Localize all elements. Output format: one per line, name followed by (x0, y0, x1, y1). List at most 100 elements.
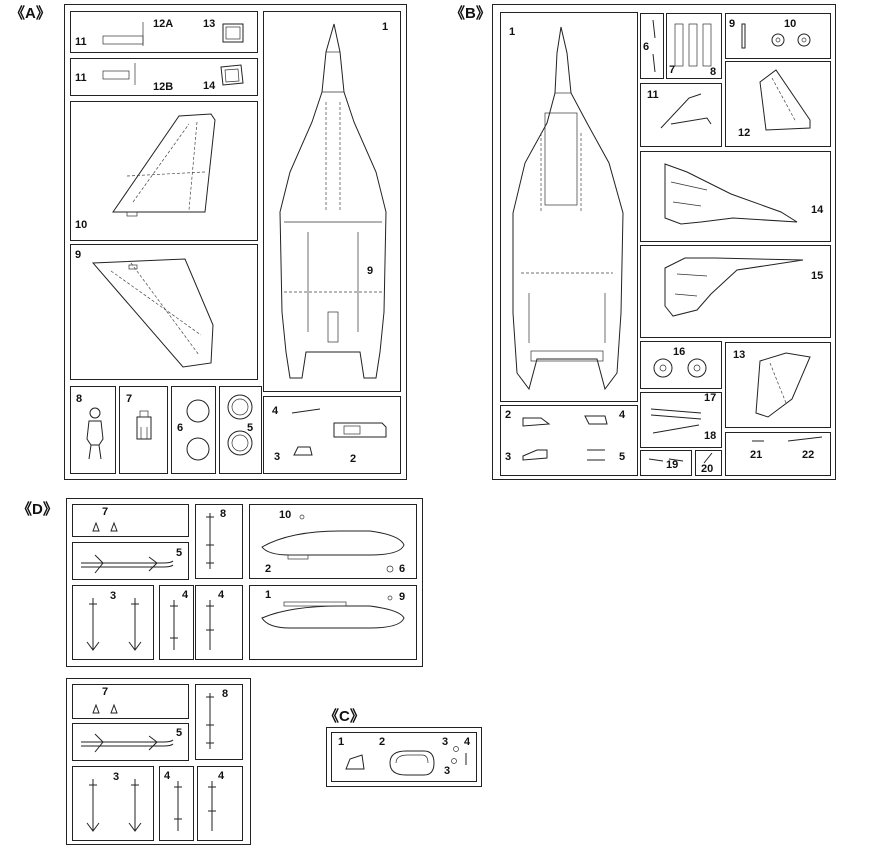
sheet-d-title: 《D》 (17, 501, 58, 518)
a-label-4: 4 (272, 405, 279, 417)
d2-label-3: 3 (113, 771, 120, 783)
sheet-b-title: 《B》 (450, 5, 491, 22)
b-part-14-drawing (664, 163, 798, 225)
b-label-2: 2 (505, 409, 512, 421)
d1-label-3: 3 (110, 590, 117, 602)
b-cell-part-12: 12 (725, 61, 831, 147)
a-label-12a: 12A (153, 18, 174, 30)
a-tires-drawing (227, 394, 253, 456)
b-label-10: 10 (784, 18, 797, 30)
c-canopy-drawing (345, 746, 467, 776)
c-label-4: 4 (464, 736, 471, 748)
b-label-15: 15 (811, 270, 824, 282)
a-cell-part-6-wheels: 6 (171, 386, 216, 474)
a-label-10: 10 (75, 219, 88, 231)
d2-missile-5-drawing (81, 733, 174, 753)
b-part-7-8-drawing (674, 23, 712, 67)
d2-cell-part-4b: 4 (197, 766, 243, 841)
d2-cell-part-5: 5 (72, 723, 189, 761)
b-part-17-18-drawing (650, 408, 702, 434)
a-label-11: 11 (75, 36, 87, 48)
a-label-8: 8 (76, 393, 83, 405)
a-vertical-tail-drawing (112, 113, 216, 217)
b-cell-part-13: 13 (725, 342, 831, 428)
d1-label-4b: 4 (218, 589, 225, 601)
d1-label-10: 10 (279, 509, 292, 521)
a-label-7: 7 (126, 393, 133, 405)
b-part-19-drawing (648, 458, 684, 462)
b-label-19: 19 (666, 459, 679, 471)
d2-label-8: 8 (222, 688, 229, 700)
b-small-parts-drawing (522, 415, 608, 461)
b-cell-part-6: 6 (640, 13, 664, 79)
d2-cell-part-7: 7 (72, 684, 189, 719)
b-label-3: 3 (505, 451, 512, 463)
b-label-20: 20 (701, 463, 714, 475)
b-part-21-22-drawing (752, 436, 823, 442)
d2-part-7-drawing (92, 703, 118, 714)
b-cell-part-1-lower-fuselage: 1 (500, 12, 638, 402)
a-label-11b: 11 (75, 72, 87, 84)
d1-label-1: 1 (265, 589, 272, 601)
c-label-1: 1 (338, 736, 345, 748)
d1-missile-3-drawing (86, 598, 142, 651)
b-cell-part-17-18: 17 18 (640, 392, 722, 448)
b-label-13: 13 (733, 349, 746, 361)
a-cell-part-8-pilot: 8 (70, 386, 116, 474)
a-canopy-parts-drawing-2 (102, 63, 244, 86)
b-label-17: 17 (704, 392, 717, 404)
a-cell-part-10-tail: 10 (70, 101, 258, 241)
d1-cell-tanks: 10 2 6 (249, 504, 417, 579)
a-wheels-drawing (186, 399, 210, 461)
d2-label-5: 5 (176, 727, 183, 739)
d2-part-4a-drawing (174, 781, 182, 831)
b-label-21: 21 (750, 449, 763, 461)
a-upper-fuselage-drawing (279, 23, 387, 379)
b-cell-part-11: 11 (640, 83, 722, 147)
b-part-15-drawing (664, 257, 804, 317)
b-label-18: 18 (704, 430, 717, 442)
d2-label-7: 7 (102, 686, 109, 698)
d2-part-8-drawing (206, 693, 214, 749)
sheet-a-title: 《A》 (10, 5, 51, 22)
d1-label-8: 8 (220, 508, 227, 520)
a-label-3: 3 (274, 451, 281, 463)
c-label-3b: 3 (444, 765, 451, 777)
a-cell-part-1-fuselage: 1 9 (263, 11, 401, 392)
d1-label-6: 6 (399, 563, 406, 575)
d2-cell-part-4a: 4 (159, 766, 194, 841)
b-label-6: 6 (643, 41, 650, 53)
b-cell-part-21-22: 21 22 (725, 432, 831, 476)
d2-label-4a: 4 (164, 770, 171, 782)
d1-drop-tank-drawing (261, 514, 405, 573)
a-label-6: 6 (177, 422, 184, 434)
b-label-16: 16 (673, 346, 686, 358)
a-cell-part-11-12a-13: 11 12A 13 (70, 11, 258, 53)
b-cell-part-2-3-4-5: 2 4 3 5 (500, 405, 638, 476)
b-cell-part-14: 14 (640, 151, 831, 242)
b-label-22: 22 (802, 449, 815, 461)
d1-cell-part-7: 7 (72, 504, 189, 537)
b-label-5: 5 (619, 451, 626, 463)
d1-label-2: 2 (265, 563, 272, 575)
d1-cell-part-4a: 4 (159, 585, 194, 660)
b-label-12: 12 (738, 127, 751, 139)
b-label-14: 14 (811, 204, 824, 216)
c-label-3a: 3 (442, 736, 449, 748)
a-cell-part-9-wing: 9 (70, 244, 258, 380)
c-cell-canopy-parts: 1 2 3 4 3 (331, 732, 477, 782)
a-label-5: 5 (247, 422, 254, 434)
sheet-c-title: 《C》 (324, 708, 365, 725)
b-label-8: 8 (710, 66, 717, 78)
a-small-parts-drawing (291, 408, 387, 456)
b-part-16-drawing (653, 358, 707, 378)
d1-label-5: 5 (176, 547, 183, 559)
b-label-9: 9 (729, 18, 736, 30)
d1-part-7-drawing (92, 521, 118, 532)
d1-cell-part-4b: 4 (195, 585, 243, 660)
a-wing-drawing (91, 258, 214, 368)
b-cell-part-20: 20 (695, 450, 722, 476)
d1-cell-tank-1: 1 9 (249, 585, 417, 660)
a-label-9b: 9 (367, 265, 374, 277)
c-label-2: 2 (379, 736, 386, 748)
